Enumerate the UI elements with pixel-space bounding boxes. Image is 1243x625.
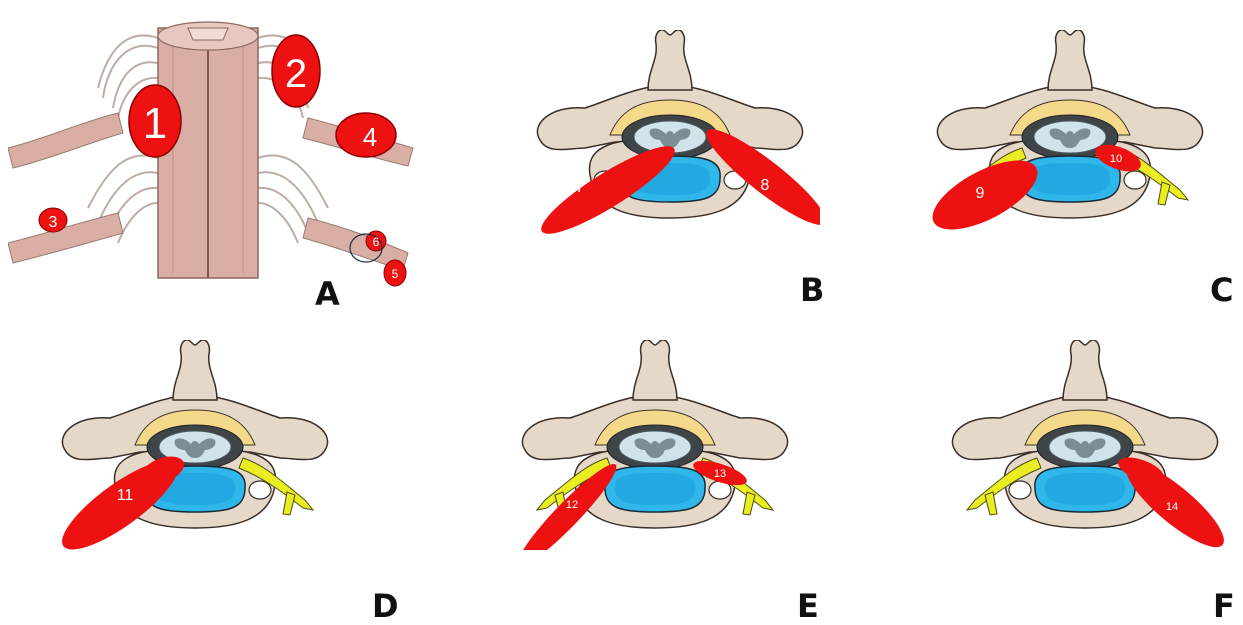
vertebra-cross-section-d: 11 bbox=[55, 340, 345, 550]
panel-label-c: C bbox=[1210, 274, 1233, 306]
marker-9-label: 9 bbox=[976, 185, 985, 202]
marker-2-label: 2 bbox=[285, 52, 307, 96]
panel-a: 1 2 3 4 5 6 A bbox=[8, 8, 418, 293]
panel-c: 9 10 bbox=[930, 30, 1220, 240]
marker-13-label: 13 bbox=[714, 468, 726, 480]
panel-label-b: B bbox=[800, 274, 824, 306]
marker-12-label: 12 bbox=[566, 499, 578, 511]
spinal-cord-illustration: 1 2 3 4 5 6 bbox=[8, 8, 418, 293]
panel-label-a: A bbox=[315, 278, 340, 310]
panel-e: 12 13 bbox=[515, 340, 805, 550]
vertebra-cross-section-f: 14 bbox=[945, 340, 1235, 550]
panel-label-f: F bbox=[1213, 590, 1235, 622]
marker-8-label: 8 bbox=[761, 177, 770, 194]
marker-3-label: 3 bbox=[49, 214, 58, 231]
vertebra-cross-section-b: 7 8 bbox=[530, 30, 820, 240]
vertebra-cross-section-c: 9 10 bbox=[930, 30, 1220, 240]
marker-1-label: 1 bbox=[143, 99, 167, 148]
panel-f: 14 bbox=[945, 340, 1235, 550]
panel-b: 7 8 bbox=[530, 30, 820, 240]
panel-label-d: D bbox=[372, 590, 399, 622]
marker-10-label: 10 bbox=[1110, 153, 1122, 165]
panel-d: 11 bbox=[55, 340, 345, 550]
marker-14-label: 14 bbox=[1166, 501, 1178, 513]
marker-11-label: 11 bbox=[117, 487, 134, 504]
panel-label-e: E bbox=[797, 590, 819, 622]
marker-5-label: 5 bbox=[392, 267, 399, 281]
marker-4-label: 4 bbox=[363, 122, 377, 152]
marker-6-label: 6 bbox=[373, 235, 380, 249]
vertebra-cross-section-e: 12 13 bbox=[515, 340, 805, 550]
marker-7-label: 7 bbox=[576, 179, 585, 196]
